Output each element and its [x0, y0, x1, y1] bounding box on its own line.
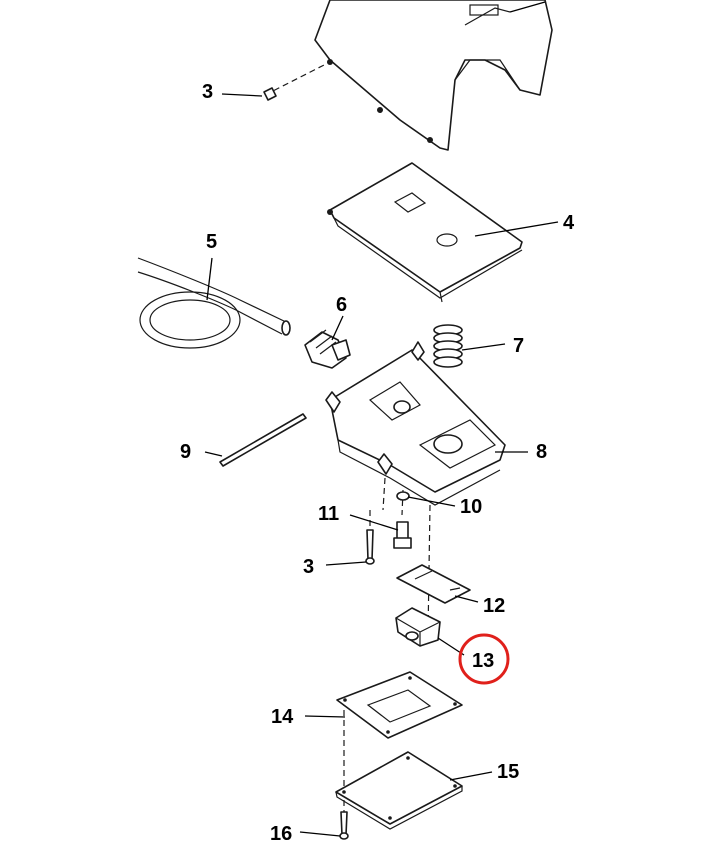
callout-label-highlighted: 13: [472, 650, 494, 672]
leader-line: [331, 315, 344, 341]
highlight-circle: [458, 633, 510, 685]
leader-line: [325, 561, 367, 566]
strain-relief-part: [304, 329, 351, 369]
callout-label: 3: [202, 81, 213, 103]
switch-part: [395, 607, 441, 647]
leader-line: [407, 496, 456, 507]
callout-label: 6: [336, 294, 347, 316]
bottom-plate-part: [335, 751, 463, 830]
plunger-part: [393, 521, 412, 549]
callout-label: 14: [271, 706, 294, 728]
o-ring-part: [396, 491, 410, 501]
leader-line: [461, 343, 506, 351]
screw-lower-part: [365, 529, 375, 565]
leader-line: [204, 451, 223, 457]
screw-top-part: [263, 61, 331, 101]
cable-part: [137, 257, 291, 349]
callout-label: 10: [460, 496, 482, 518]
callout-label: 12: [483, 595, 505, 617]
top-cover-part: [314, 0, 553, 151]
callout-label: 8: [536, 441, 547, 463]
leader-line: [449, 771, 493, 781]
callout-label: 9: [180, 441, 191, 463]
gasket-part: [336, 671, 463, 739]
leader-line: [474, 221, 559, 237]
pedal-plate-part: [327, 162, 523, 303]
pivot-pin-part: [219, 413, 307, 467]
leader-line: [299, 831, 341, 837]
callout-label: 11: [318, 503, 339, 525]
callout-label: 4: [563, 212, 575, 234]
leader-line: [349, 514, 399, 531]
leader-line: [206, 257, 213, 301]
callout-label: 3: [303, 556, 314, 578]
leader-line: [304, 715, 346, 718]
leader-line: [221, 93, 263, 97]
callout-label: 16: [270, 823, 292, 845]
spring-part: [433, 324, 463, 368]
pedal-base-part: [325, 341, 506, 506]
screw-bottom-part: [339, 811, 349, 840]
callout-label: 15: [497, 761, 519, 783]
leader-line: [454, 595, 479, 603]
callout-label: 7: [513, 335, 524, 357]
callout-label: 5: [206, 231, 217, 253]
insulator-plate-part: [396, 564, 471, 604]
